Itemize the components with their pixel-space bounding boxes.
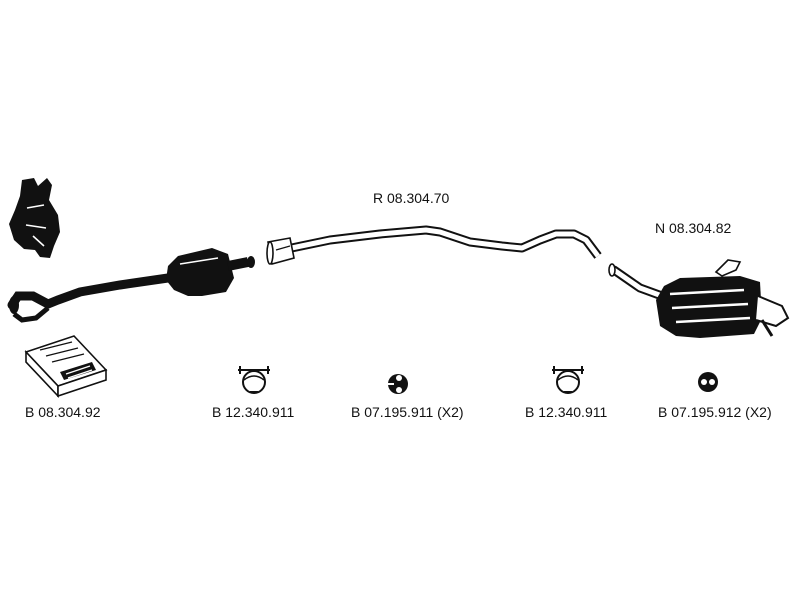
clamp-2-icon (552, 366, 584, 394)
clamp-2-part-number: B 12.340.911 (525, 404, 608, 420)
rear-pipe-part-number: R 08.304.70 (373, 190, 450, 206)
clamp-1-part-number: B 12.340.911 (212, 404, 295, 420)
rubber-mount-2-icon (698, 372, 718, 392)
mounting-kit-part-number: B 08.304.92 (25, 404, 101, 420)
catalyst-heat-shield (9, 178, 60, 258)
mounting-kit-box (24, 335, 108, 399)
rubber-mount-2-part-number: B 07.195.912 (X2) (658, 404, 772, 420)
rear-silencer-part-number: N 08.304.82 (655, 220, 732, 236)
rear-pipe (266, 225, 602, 266)
front-pipe-catalyst (7, 248, 255, 323)
rubber-mount-1-icon (386, 374, 408, 394)
clamp-1-icon (238, 366, 270, 394)
rubber-mount-1-part-number: B 07.195.911 (X2) (351, 404, 464, 420)
rear-silencer (608, 259, 790, 338)
